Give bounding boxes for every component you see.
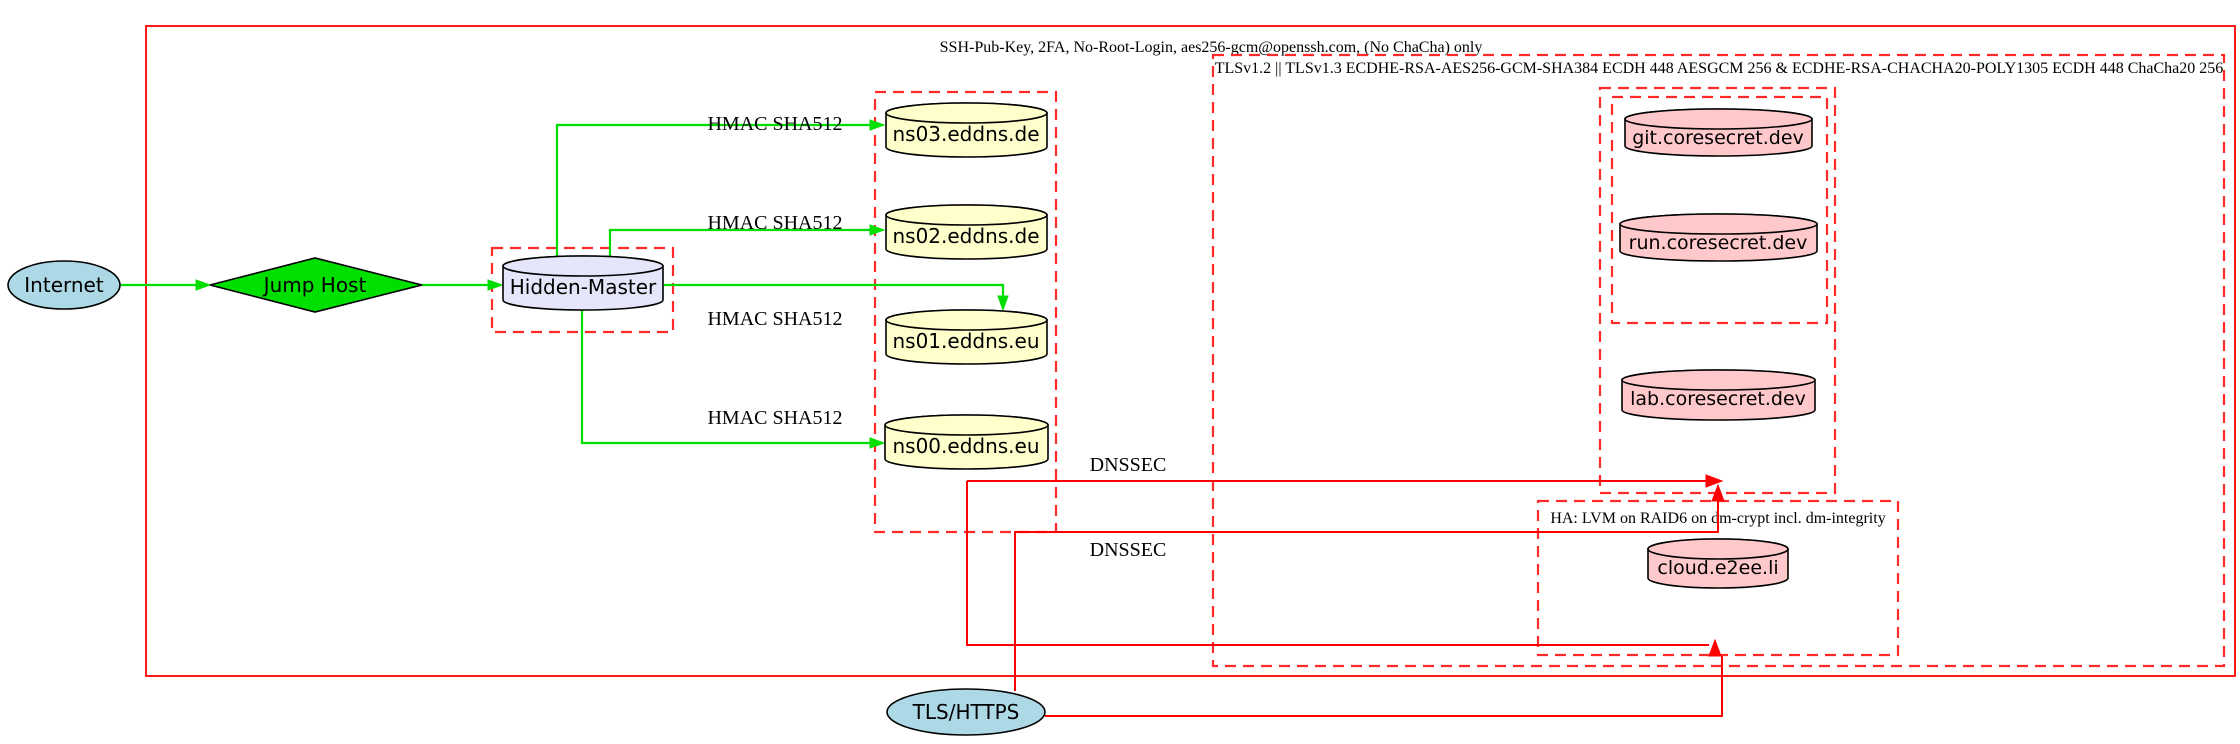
edge-label-hmac-ns02: HMAC SHA512 xyxy=(707,212,842,234)
node-run: run.coresecret.dev xyxy=(1619,213,1818,262)
node-ns01: ns01.eddns.eu xyxy=(885,309,1048,365)
node-git-label: git.coresecret.dev xyxy=(1632,127,1804,149)
node-cloud-label: cloud.e2ee.li xyxy=(1657,557,1778,579)
node-ns00: ns00.eddns.eu xyxy=(884,414,1049,470)
edge-label-hmac-ns03: HMAC SHA512 xyxy=(707,113,842,135)
cluster-hidden-master-box xyxy=(490,246,675,334)
cluster-nameservers-box xyxy=(873,90,1058,534)
node-jump-host-label: Jump Host xyxy=(262,273,367,297)
edge-hiddenmaster-ns01 xyxy=(664,283,1009,312)
node-lab: lab.coresecret.dev xyxy=(1621,369,1816,421)
edge-tlshttps-to-coresecret xyxy=(1014,483,1725,691)
cluster-tls-label: TLSv1.2 || TLSv1.3 ECDHE-RSA-AES256-GCM-… xyxy=(1215,60,2224,77)
cluster-gitrun-box xyxy=(1610,95,1829,325)
edge-label-hmac-ns00: HMAC SHA512 xyxy=(707,407,842,429)
node-hidden-master-label: Hidden-Master xyxy=(510,275,657,299)
edge-hiddenmaster-ns02 xyxy=(608,224,886,257)
edge-label-hmac-ns01: HMAC SHA512 xyxy=(707,308,842,330)
node-internet: Internet xyxy=(7,260,121,310)
node-cloud: cloud.e2ee.li xyxy=(1647,538,1789,589)
node-run-label: run.coresecret.dev xyxy=(1629,232,1808,254)
edge-hiddenmaster-ns03 xyxy=(555,119,886,257)
node-tls-https-label: TLS/HTTPS xyxy=(912,700,1020,724)
node-ns02-label: ns02.eddns.de xyxy=(892,224,1039,248)
node-internet-label: Internet xyxy=(24,273,104,297)
cluster-tls-box xyxy=(1211,53,2226,668)
cluster-ssh-label: SSH-Pub-Key, 2FA, No-Root-Login, aes256-… xyxy=(940,39,1483,56)
node-ns00-label: ns00.eddns.eu xyxy=(892,434,1039,458)
edge-dnssec-to-ha xyxy=(966,481,1709,646)
node-ns03: ns03.eddns.de xyxy=(885,102,1048,158)
cluster-ssh-box xyxy=(145,25,2236,677)
edge-tlshttps-to-ha xyxy=(1045,638,1723,717)
node-hidden-master: Hidden-Master xyxy=(502,255,664,311)
node-ns03-label: ns03.eddns.de xyxy=(892,122,1039,146)
node-lab-label: lab.coresecret.dev xyxy=(1630,388,1806,410)
node-tls-https: TLS/HTTPS xyxy=(886,688,1046,736)
edge-dnssec-to-coresecret xyxy=(967,474,1724,488)
node-ns01-label: ns01.eddns.eu xyxy=(892,329,1039,353)
edge-jumphost-hiddenmaster xyxy=(422,279,504,291)
edge-hiddenmaster-ns00 xyxy=(580,310,886,449)
edge-internet-jumphost xyxy=(120,279,212,291)
node-ns02: ns02.eddns.de xyxy=(885,204,1048,260)
edge-label-dnssec-2: DNSSEC xyxy=(1090,539,1167,561)
node-git: git.coresecret.dev xyxy=(1624,108,1813,157)
edge-label-dnssec-1: DNSSEC xyxy=(1090,454,1167,476)
node-jump-host: Jump Host xyxy=(209,257,423,313)
